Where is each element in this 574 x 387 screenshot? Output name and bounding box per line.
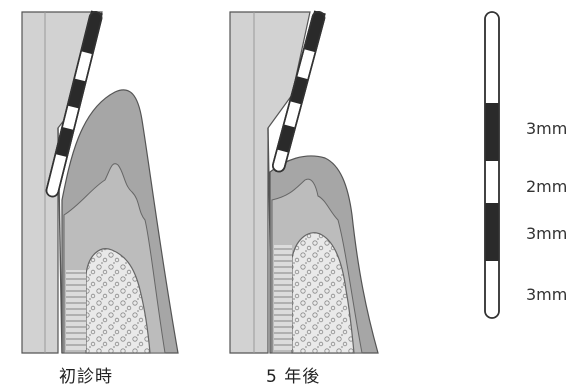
caption-initial-visit: 初診時: [59, 362, 113, 387]
scale-label-4: 3mm: [526, 285, 567, 304]
scale-segment-3: [485, 203, 499, 261]
scale-label-3: 3mm: [526, 224, 567, 243]
panel-initial: [22, 11, 178, 353]
ligament-after: [274, 245, 292, 350]
scale-label-1: 3mm: [526, 119, 567, 138]
caption-five-years-later: 5 年後: [266, 362, 320, 387]
probe-scale: [485, 12, 499, 318]
panel-after-five-years: [230, 10, 378, 353]
ligament-initial: [66, 270, 86, 350]
scale-label-2: 2mm: [526, 177, 567, 196]
scale-segment-1: [485, 103, 499, 161]
